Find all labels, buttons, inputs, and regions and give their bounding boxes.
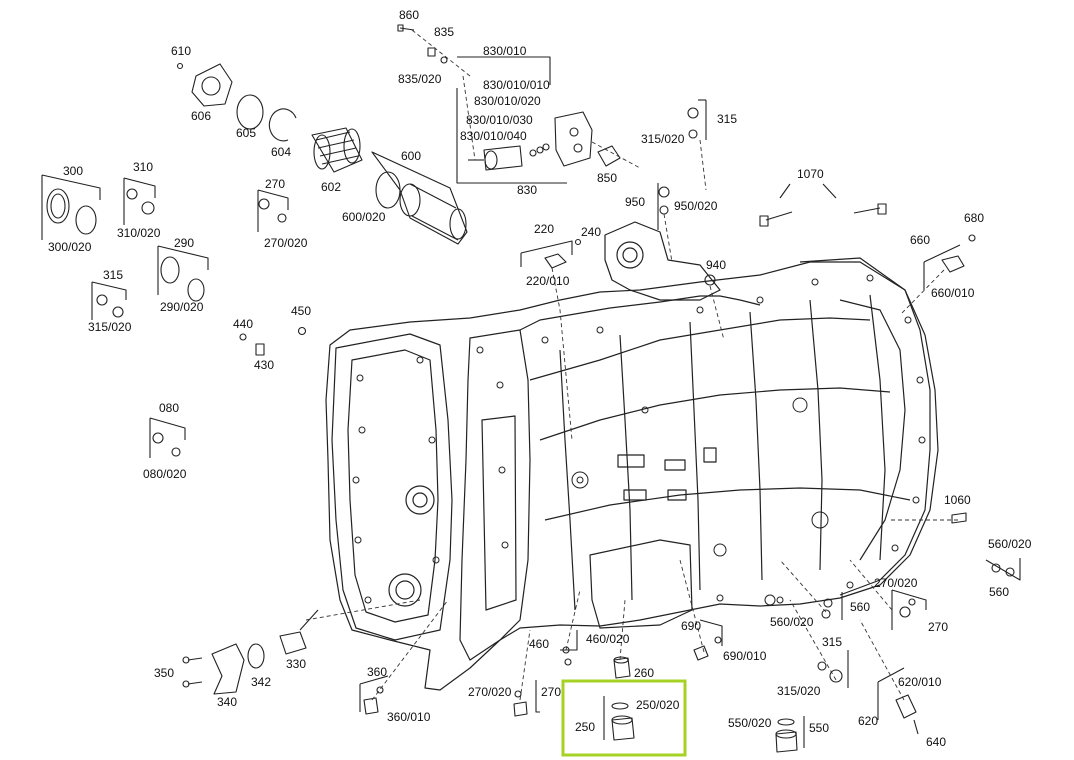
label-270-b: 270: [541, 685, 562, 699]
label-260: 260: [634, 666, 655, 680]
label-660: 660: [910, 233, 931, 247]
label-330: 330: [286, 657, 307, 671]
label-270-a: 270: [265, 177, 286, 191]
label-830-010-010: 830/010/010: [483, 78, 550, 92]
label-610: 610: [171, 44, 192, 58]
label-270-020-a: 270/020: [264, 236, 308, 250]
label-300-020: 300/020: [48, 240, 92, 254]
label-250-020: 250/020: [636, 698, 680, 712]
label-560-mid: 560: [850, 600, 871, 614]
label-290: 290: [174, 236, 195, 250]
label-660-010: 660/010: [931, 286, 975, 300]
label-460: 460: [529, 637, 550, 651]
label-1070: 1070: [797, 167, 824, 181]
label-220-010: 220/010: [526, 274, 570, 288]
label-360-010: 360/010: [387, 710, 431, 724]
label-310-020: 310/020: [117, 226, 161, 240]
label-560-020-r: 560/020: [988, 537, 1032, 551]
label-680: 680: [964, 211, 985, 225]
label-220: 220: [534, 222, 555, 236]
leader-lines: [305, 29, 958, 701]
label-690-010: 690/010: [723, 649, 767, 663]
label-550-020: 550/020: [728, 716, 772, 730]
label-860: 860: [399, 8, 420, 22]
label-450: 450: [291, 304, 312, 318]
label-315-top: 315: [717, 112, 738, 126]
exploded-parts: [41, 24, 1021, 753]
label-606: 606: [191, 109, 212, 123]
label-315-bot: 315: [822, 635, 843, 649]
label-342: 342: [251, 675, 272, 689]
highlight-box-250: [561, 679, 687, 757]
label-835-020: 835/020: [398, 72, 442, 86]
label-290-020: 290/020: [160, 300, 204, 314]
label-315-020-top: 315/020: [641, 132, 685, 146]
label-850: 850: [597, 171, 618, 185]
label-315-020-bot: 315/020: [777, 684, 821, 698]
label-600: 600: [401, 149, 422, 163]
label-830: 830: [517, 183, 538, 197]
label-300: 300: [63, 164, 84, 178]
label-080-020: 080/020: [143, 467, 187, 481]
label-430: 430: [254, 358, 275, 372]
label-835: 835: [434, 25, 455, 39]
label-560-020-mid: 560/020: [770, 615, 814, 629]
label-1060: 1060: [944, 493, 971, 507]
label-830-010-020: 830/010/020: [474, 94, 541, 108]
label-600-020: 600/020: [342, 210, 386, 224]
label-350: 350: [154, 666, 175, 680]
label-315-left: 315: [103, 268, 124, 282]
label-240: 240: [581, 225, 602, 239]
label-950: 950: [625, 195, 646, 209]
label-604: 604: [271, 145, 292, 159]
label-360: 360: [367, 665, 388, 679]
label-250: 250: [575, 720, 596, 734]
label-620-010: 620/010: [898, 675, 942, 689]
label-640: 640: [926, 735, 947, 749]
label-310: 310: [133, 160, 154, 174]
label-440: 440: [233, 317, 254, 331]
transmission-housing: [325, 221, 939, 691]
label-830-010-040: 830/010/040: [460, 129, 527, 143]
label-315-020-left: 315/020: [88, 320, 132, 334]
label-560-r: 560: [989, 585, 1010, 599]
label-270-020-b: 270/020: [468, 685, 512, 699]
label-605: 605: [236, 126, 257, 140]
label-270-020-r: 270/020: [874, 576, 918, 590]
label-602: 602: [321, 180, 342, 194]
label-550: 550: [809, 721, 830, 735]
label-080: 080: [159, 401, 180, 415]
label-460-020: 460/020: [586, 632, 630, 646]
label-940: 940: [706, 258, 727, 272]
label-620: 620: [858, 714, 879, 728]
label-340: 340: [217, 695, 238, 709]
label-950-020: 950/020: [674, 199, 718, 213]
label-270-r: 270: [928, 620, 949, 634]
label-830-010: 830/010: [483, 44, 527, 58]
label-690: 690: [681, 619, 702, 633]
label-830-010-030: 830/010/030: [466, 113, 533, 127]
